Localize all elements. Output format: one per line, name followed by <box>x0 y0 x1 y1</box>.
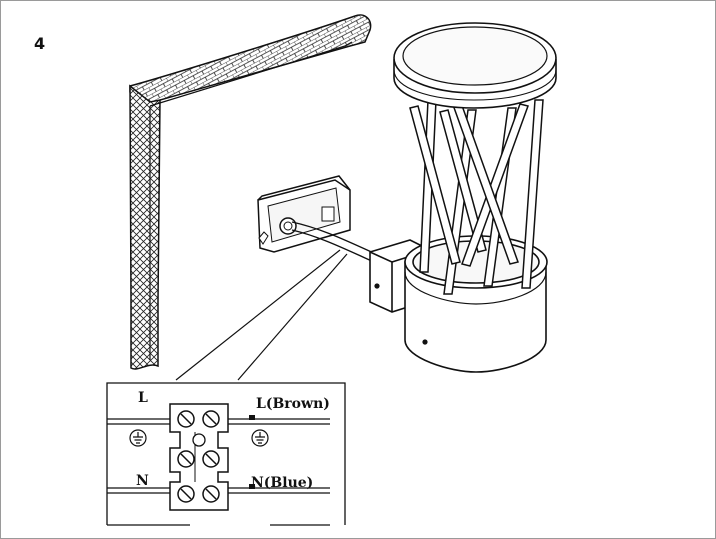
screw-slot <box>321 206 335 222</box>
right-live-label: L(Brown) <box>256 396 330 412</box>
wall-top-band <box>129 14 372 109</box>
left-live-label: L <box>138 390 148 406</box>
earth-ground-icon <box>251 429 269 447</box>
fixture-base <box>404 261 547 373</box>
terminal-block <box>169 403 229 511</box>
step-number: 4 <box>34 34 46 53</box>
mounting-plate <box>257 175 351 253</box>
left-neutral-label: N <box>136 473 149 489</box>
callout-lines <box>175 249 348 381</box>
earth-ground-icon <box>129 429 147 447</box>
wall-light-fixture <box>369 22 557 373</box>
power-cable <box>291 221 379 263</box>
wiring-inset <box>106 382 346 526</box>
wall-side-band <box>129 84 161 370</box>
wall-corner <box>129 14 372 370</box>
fixture-rods <box>409 99 544 295</box>
right-neutral-label: N(Blue) <box>251 475 313 491</box>
terminal-screws <box>177 410 220 503</box>
